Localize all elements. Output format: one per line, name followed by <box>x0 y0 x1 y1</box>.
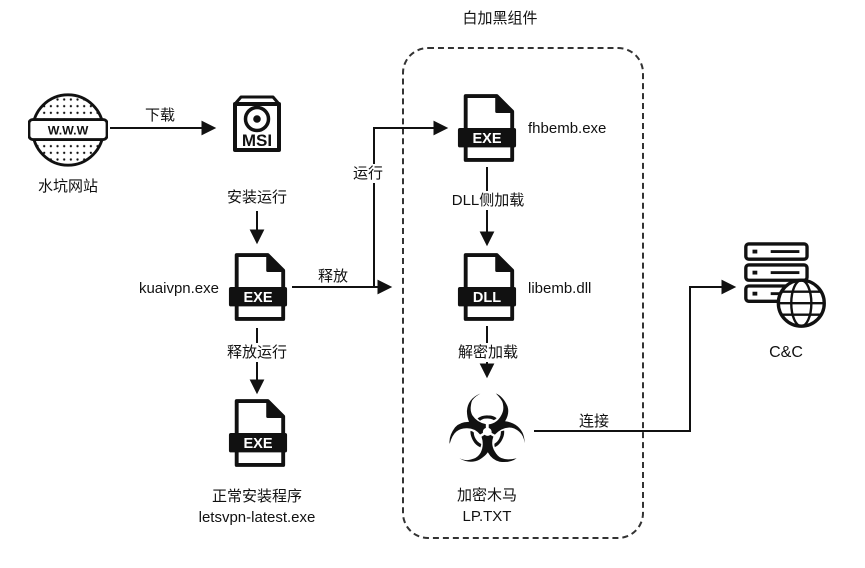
msi-file-icon: MSI <box>225 94 289 170</box>
cc-caption: C&C <box>769 344 803 361</box>
decrypt-load-edge-label: 解密加载 <box>437 343 539 362</box>
file-type-text: DLL <box>473 290 501 306</box>
dll-file-icon: DLL <box>456 252 518 322</box>
trojan-caption-line1: 加密木马 <box>456 487 517 504</box>
white-plus-black-group <box>402 47 644 539</box>
file-type-text: EXE <box>472 131 501 147</box>
dll-sideload-edge-label: DLL侧加载 <box>432 191 544 210</box>
edge-run <box>373 120 449 287</box>
msi-text: MSI <box>242 131 272 150</box>
kuaivpn-caption: kuaivpn.exe <box>138 280 219 297</box>
exe-file-icon-fhbemb: EXE <box>456 93 518 163</box>
installer-caption-line1: 正常安装程序 <box>211 488 302 505</box>
www-globe-icon: W.W.W <box>27 90 109 170</box>
install-run-label: 安装运行 <box>226 189 287 206</box>
run-edge-label: 运行 <box>341 164 395 183</box>
drop-run-edge-label: 释放运行 <box>207 343 307 362</box>
www-text: W.W.W <box>48 123 89 137</box>
group-title: 白加黑组件 <box>462 10 538 27</box>
biohazard-icon: ☣ <box>444 376 530 485</box>
server-icon <box>742 240 830 332</box>
download-edge-label: 下载 <box>144 107 175 124</box>
edge-connect <box>534 279 737 432</box>
file-type-text: EXE <box>243 290 272 306</box>
file-type-text: EXE <box>243 436 272 452</box>
exe-file-icon-installer: EXE <box>227 398 289 468</box>
connect-edge-label: 连接 <box>578 413 609 430</box>
drop-edge-label: 释放 <box>317 268 348 285</box>
fhbemb-caption: fhbemb.exe <box>528 120 607 137</box>
libemb-caption: libemb.dll <box>528 280 592 297</box>
installer-caption-line2: letsvpn-latest.exe <box>198 509 316 526</box>
exe-file-icon-kuaivpn: EXE <box>227 252 289 322</box>
watering-site-caption: 水坑网站 <box>37 178 98 195</box>
trojan-caption-line2: LP.TXT <box>462 508 512 525</box>
